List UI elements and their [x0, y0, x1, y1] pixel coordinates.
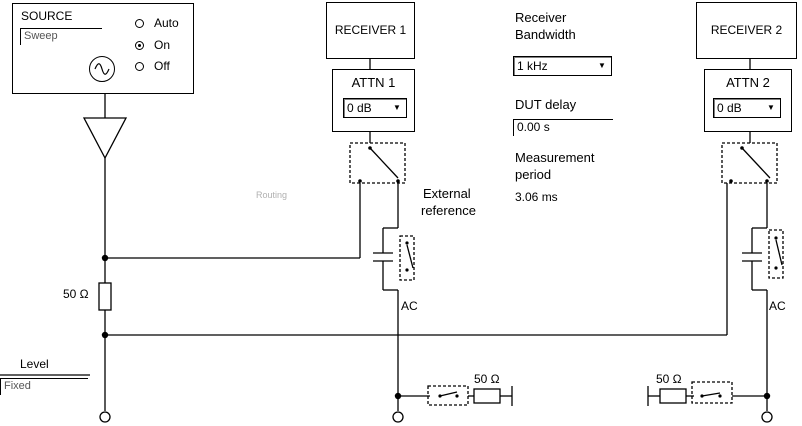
sine-generator-icon — [89, 56, 115, 82]
level-field[interactable]: Fixed — [0, 378, 88, 395]
source-option-on[interactable]: On — [135, 38, 170, 52]
attn-1-value: 0 dB — [347, 101, 372, 115]
external-reference-line2: reference — [421, 203, 476, 218]
dut-delay-field[interactable]: 0.00 s — [513, 119, 613, 136]
chevron-down-icon[interactable]: ▼ — [595, 59, 609, 73]
attn-2-label: ATTN 2 — [726, 75, 770, 90]
measurement-label-line1: Measurement — [515, 150, 595, 165]
source-title: SOURCE — [21, 9, 73, 23]
dut-delay-value: 0.00 s — [517, 120, 550, 134]
receiver-2-label: RECEIVER 2 — [710, 23, 783, 37]
ac-1-label: AC — [401, 299, 418, 313]
measurement-value: 3.06 ms — [515, 190, 558, 204]
dut-delay-label: DUT delay — [515, 97, 577, 112]
level-value: Fixed — [4, 380, 31, 392]
attn-2-panel: ATTN 2 0 dB ▼ — [704, 69, 792, 132]
source-mode-value: Sweep — [24, 30, 58, 42]
attn-1-label: ATTN 1 — [351, 75, 396, 90]
bandwidth-label-line1: Receiver — [515, 10, 567, 25]
source-panel: SOURCE Sweep Auto On Off — [12, 3, 194, 94]
level-label: Level — [20, 357, 49, 371]
bandwidth-value: 1 kHz — [517, 59, 548, 73]
port-2-resistor-label: 50 Ω — [656, 372, 682, 386]
source-option-off[interactable]: Off — [135, 59, 170, 73]
option-off-label: Off — [154, 59, 170, 73]
bandwidth-dropdown[interactable]: 1 kHz ▼ — [513, 56, 612, 76]
option-auto-label: Auto — [154, 16, 179, 30]
attn-1-panel: ATTN 1 0 dB ▼ — [332, 69, 415, 132]
radio-button-on[interactable] — [135, 40, 144, 50]
attn-2-dropdown[interactable]: 0 dB ▼ — [713, 98, 781, 118]
port-1-resistor-label: 50 Ω — [474, 372, 500, 386]
measurement-label-line2: period — [515, 167, 552, 182]
attn-1-dropdown[interactable]: 0 dB ▼ — [343, 98, 407, 118]
receiver-1-box[interactable]: RECEIVER 1 — [326, 2, 415, 59]
bandwidth-label-line2: Bandwidth — [515, 27, 576, 42]
faint-routing-label: Routing — [256, 190, 288, 200]
receiver-1-label: RECEIVER 1 — [334, 23, 407, 37]
receiver-2-box[interactable]: RECEIVER 2 — [696, 2, 797, 59]
option-on-label: On — [154, 38, 171, 52]
attn-2-value: 0 dB — [717, 101, 742, 115]
radio-button-auto[interactable] — [135, 18, 144, 28]
chevron-down-icon[interactable]: ▼ — [764, 101, 778, 115]
external-reference-line1: External — [423, 186, 471, 201]
source-option-auto[interactable]: Auto — [135, 16, 179, 30]
source-resistor-label: 50 Ω — [63, 287, 89, 301]
radio-button-off[interactable] — [135, 61, 144, 71]
chevron-down-icon[interactable]: ▼ — [390, 101, 404, 115]
source-mode-field[interactable]: Sweep — [20, 28, 102, 45]
ac-2-label: AC — [769, 299, 786, 313]
